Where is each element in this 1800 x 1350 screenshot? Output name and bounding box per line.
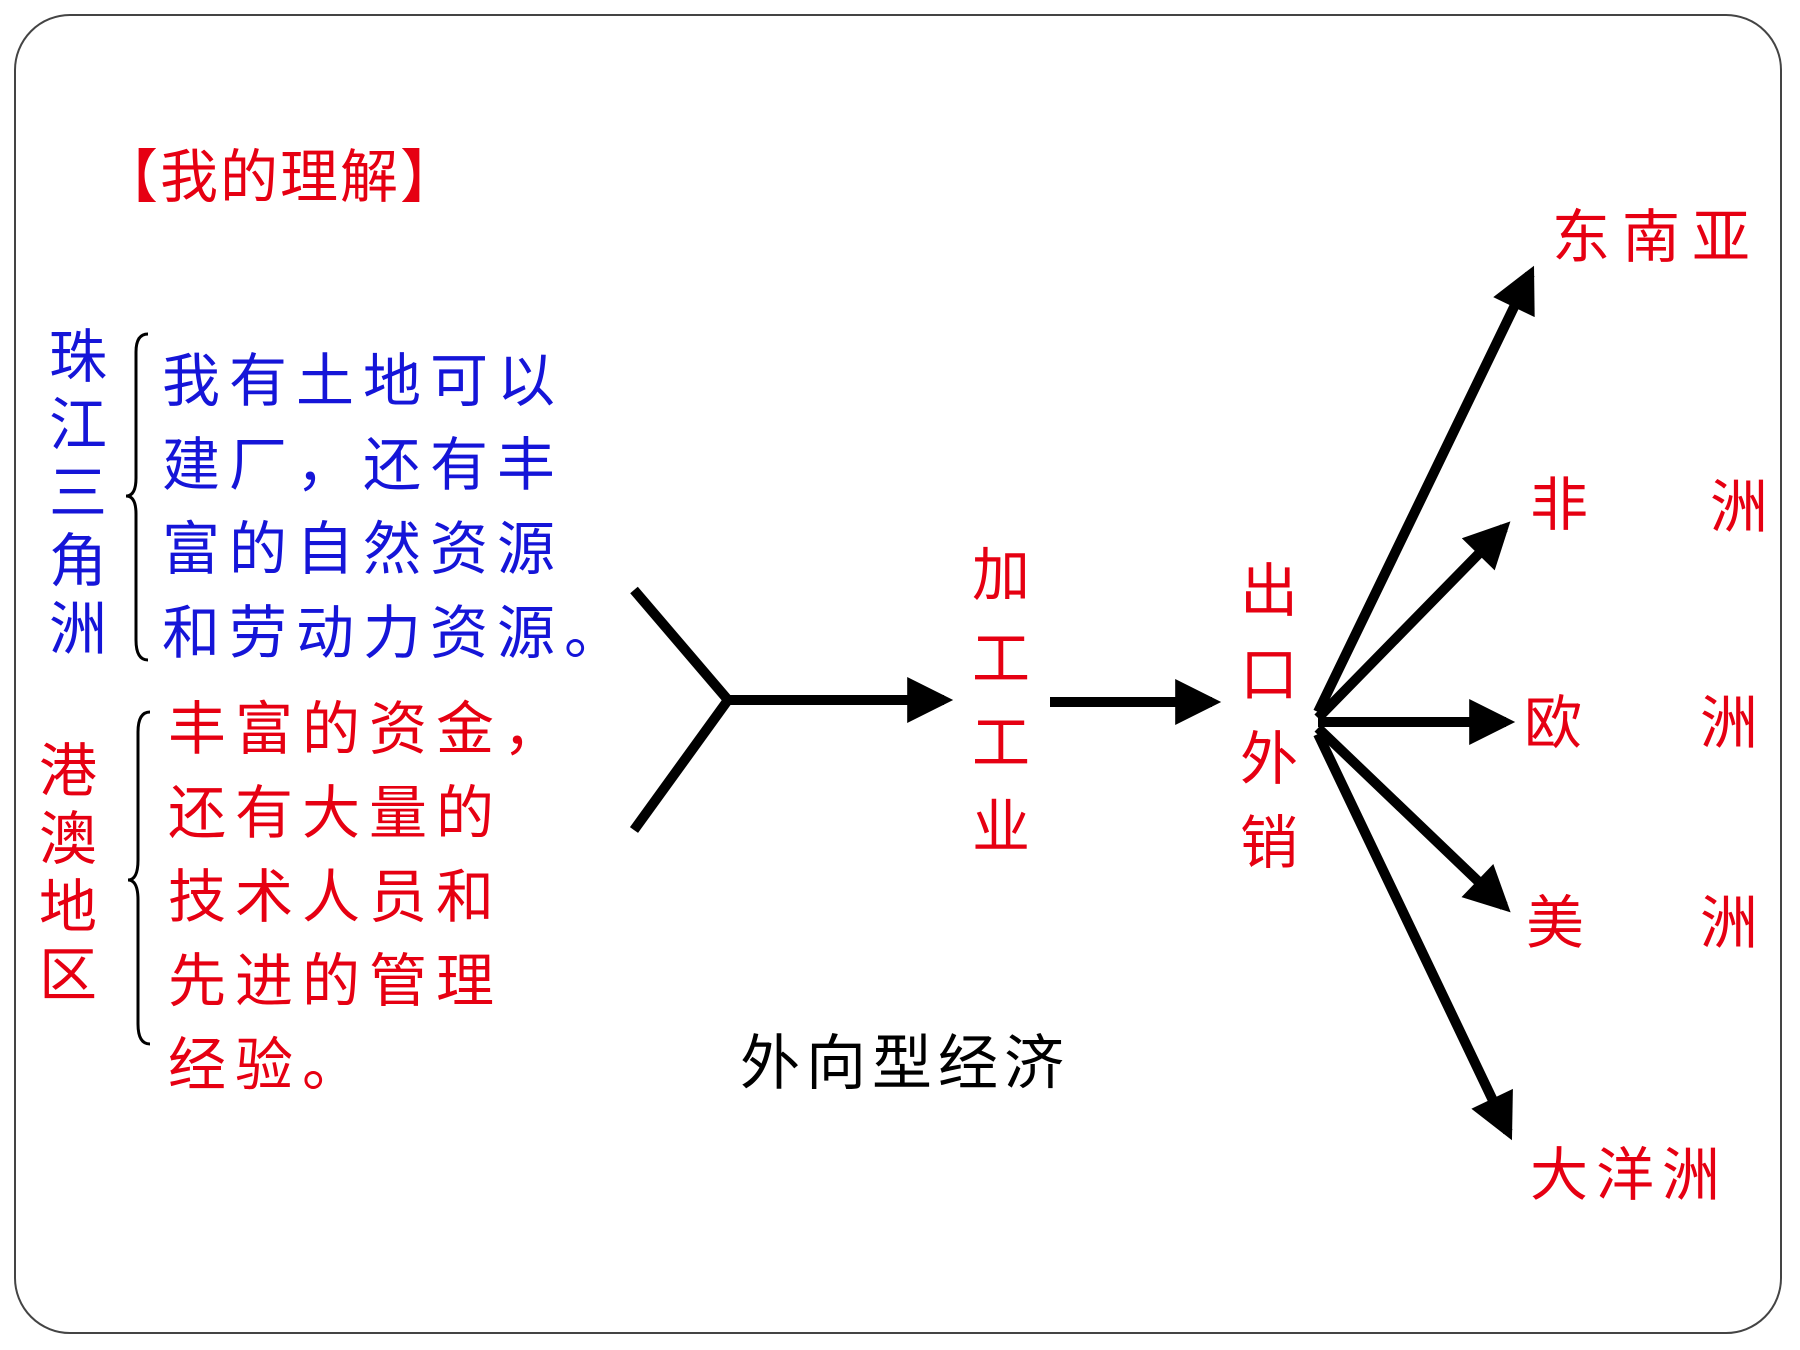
slide-frame <box>14 14 1782 1334</box>
label-char: 加 <box>971 541 1030 609</box>
pearl-delta-label: 珠 江 三 角 洲 <box>44 328 112 668</box>
converge-line-bottom <box>629 697 733 833</box>
label-char: 出 <box>1239 557 1298 625</box>
label-char: 三 <box>48 459 107 527</box>
text-line: 和劳动力资源。 <box>162 599 632 667</box>
export-sales-label: 出 口 外 销 <box>1234 562 1304 898</box>
label-char: 角 <box>48 527 107 595</box>
destination-char: 美 <box>1526 889 1585 957</box>
heading: 【我的理解】 <box>100 143 461 211</box>
destination-char: 洲 <box>1700 889 1759 957</box>
destination-name: 东南亚 <box>1552 203 1763 271</box>
arrow-southeast-asia <box>1313 265 1535 715</box>
label-char: 业 <box>971 793 1030 861</box>
label-char: 地 <box>38 873 97 941</box>
label-char: 区 <box>38 941 97 1009</box>
label-char: 销 <box>1239 809 1298 877</box>
text-line: 技术人员和 <box>168 863 504 931</box>
destination-name: 大洋洲 <box>1530 1141 1729 1209</box>
label-char: 口 <box>1239 641 1298 709</box>
brace-hk-macao <box>127 710 151 1046</box>
converge-line-top <box>630 586 732 704</box>
label-char: 江 <box>48 391 107 459</box>
arrow-oceania <box>1313 731 1513 1141</box>
text-line: 建厂，还有丰 <box>162 431 565 499</box>
text-line: 我有土地可以 <box>162 347 565 415</box>
label-char: 珠 <box>48 323 107 391</box>
text-line: 经验。 <box>168 1031 370 1099</box>
destination-char: 洲 <box>1700 689 1759 757</box>
label-char: 洲 <box>48 595 107 663</box>
label-char: 澳 <box>38 805 97 873</box>
arrow-americas <box>1314 724 1511 913</box>
destination-char: 欧 <box>1524 689 1583 757</box>
label-char: 外 <box>1239 725 1298 793</box>
caption-outward-economy: 外向型经济 <box>740 1029 1070 1099</box>
brace-pearl-delta <box>125 332 149 662</box>
text-line: 先进的管理 <box>168 947 504 1015</box>
label-char: 港 <box>38 737 97 805</box>
label-char: 工 <box>971 625 1030 693</box>
hk-macao-label: 港 澳 地 区 <box>34 742 102 1014</box>
hk-macao-text: 丰富的资金， 还有大量的 技术人员和 先进的管理 经验。 <box>168 682 570 1102</box>
text-line: 还有大量的 <box>168 779 504 847</box>
text-line: 丰富的资金， <box>168 695 571 763</box>
destination-char: 非 <box>1530 471 1589 539</box>
arrow-africa <box>1314 521 1511 722</box>
processing-industry-label: 加 工 工 业 <box>966 546 1036 882</box>
text-line: 富的自然资源 <box>162 515 565 583</box>
pearl-delta-text: 我有土地可以 建厂，还有丰 富的自然资源 和劳动力资源。 <box>162 334 631 670</box>
label-char: 工 <box>971 709 1030 777</box>
destination-char: 洲 <box>1710 473 1769 541</box>
